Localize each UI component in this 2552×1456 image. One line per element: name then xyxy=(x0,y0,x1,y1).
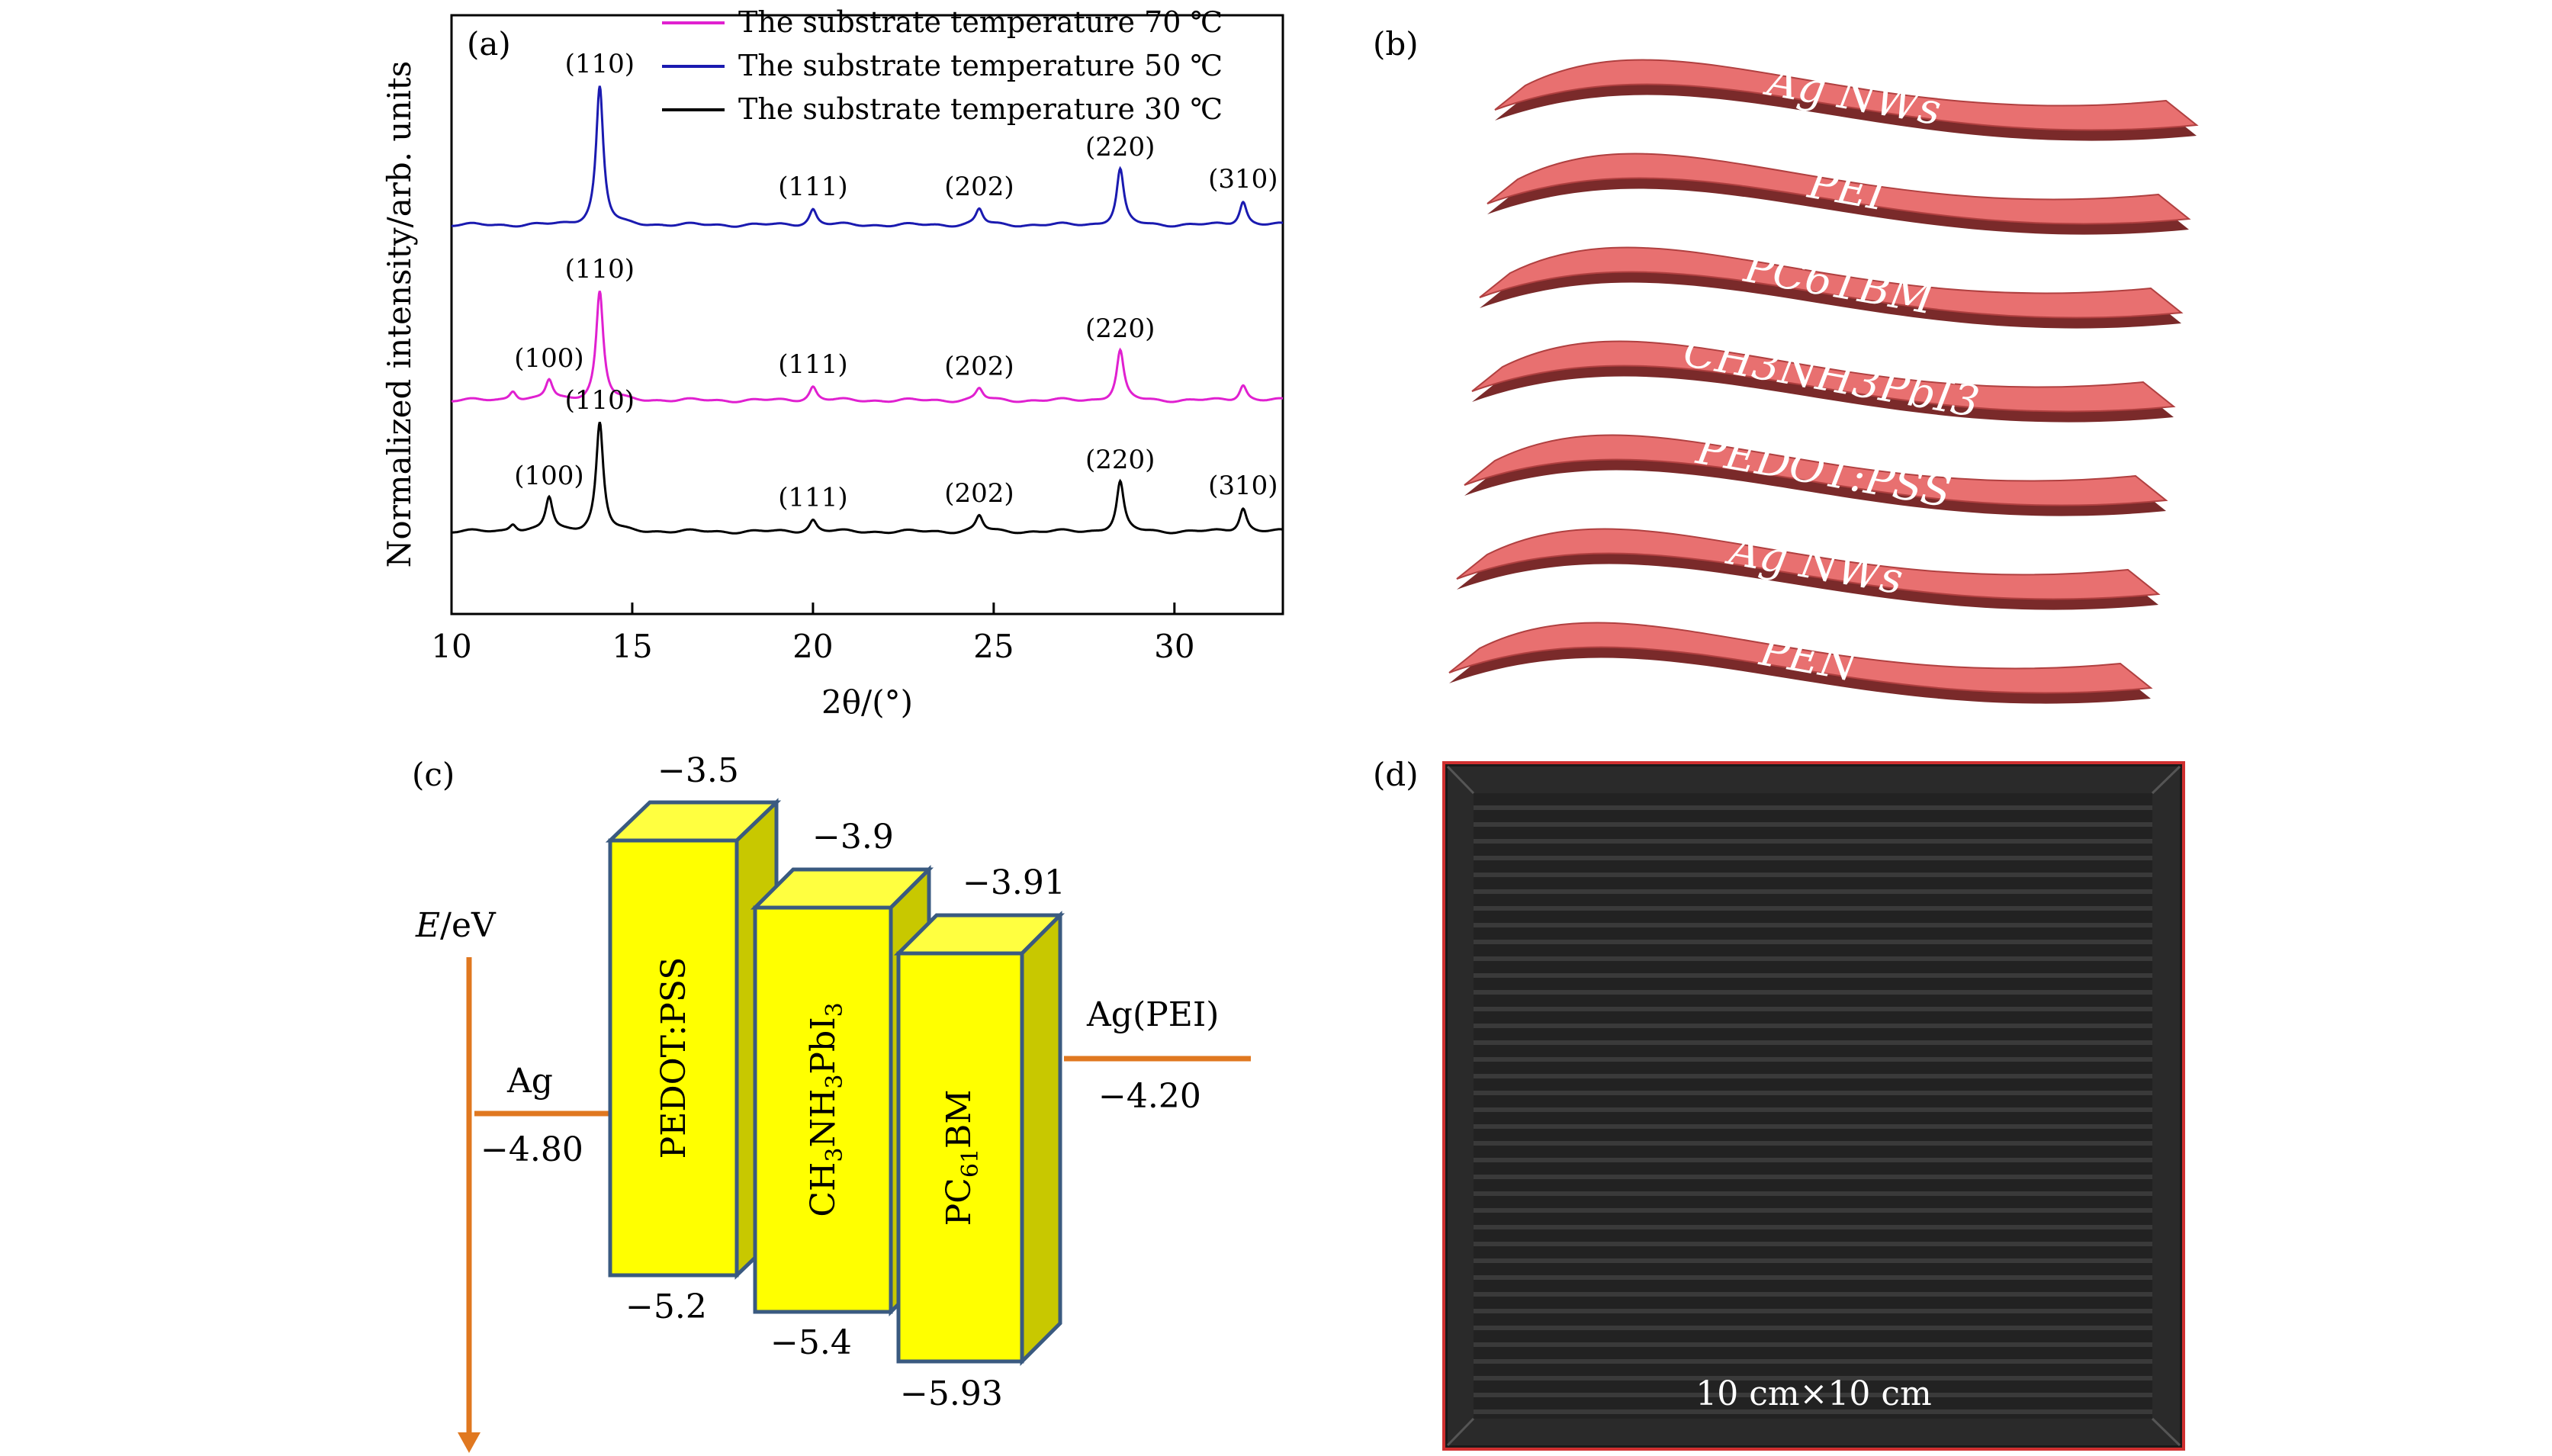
perovskite-bottom-value: −5.4 xyxy=(770,1323,852,1362)
panel-b: (b) Ag NWsPEIPC61BMCH3NH3PbI3PEDOT:PSSAg… xyxy=(1373,25,2199,704)
pcbm-bottom-value: −5.93 xyxy=(900,1374,1003,1413)
layer-sheet: CH3NH3PbI3 xyxy=(1471,327,2176,428)
x-axis-label: 2θ/(°) xyxy=(821,683,913,721)
energy-axis-label: E/eV xyxy=(415,906,497,945)
layer-sheet: PEI xyxy=(1487,153,2191,235)
x-tick-label: 10 xyxy=(431,628,471,665)
pedot-bottom-value: −5.2 xyxy=(625,1287,707,1326)
block-perovskite-name: CH3NH3PbI3 xyxy=(804,1002,848,1217)
peak-label: (220) xyxy=(1085,445,1155,475)
peak-label: (220) xyxy=(1085,132,1155,162)
layer-sheet: PEDOT:PSS xyxy=(1464,424,2168,518)
pcbm-top-value: −3.91 xyxy=(963,863,1065,902)
series-line xyxy=(452,291,1284,403)
pedot-top-value: −3.5 xyxy=(657,751,739,790)
energy-axis-arrowhead xyxy=(458,1432,481,1453)
peak-label: (110) xyxy=(565,49,635,79)
peak-label: (202) xyxy=(944,172,1014,202)
layer-label: PC61BM xyxy=(1740,243,1938,325)
panel-b-label: (b) xyxy=(1373,25,1419,63)
layer-label: PEN xyxy=(1756,625,1863,692)
panel-c: (c) E/eV Ag −4.80 Ag(PEI) −4.20 PEDOT:PS… xyxy=(412,751,1251,1453)
peak-label: (100) xyxy=(514,343,583,374)
module-size-caption: 10 cm×10 cm xyxy=(1695,1374,1932,1413)
x-tick-label: 25 xyxy=(973,628,1014,665)
peak-label: (110) xyxy=(565,385,635,416)
peak-label: (202) xyxy=(944,351,1014,381)
peak-label: (111) xyxy=(778,172,847,202)
series-line xyxy=(452,85,1284,228)
layer-label: Ag NWs xyxy=(1760,56,1945,136)
peak-labels: (100) (110) (111) (202) (220) (110) (111) (202)… xyxy=(514,49,1278,513)
panel-d-label: (d) xyxy=(1373,756,1419,793)
ag-electrode-value: −4.80 xyxy=(481,1130,583,1169)
x-tick-label: 20 xyxy=(792,628,833,665)
peak-label: (310) xyxy=(1208,164,1278,194)
peak-label: (202) xyxy=(944,478,1014,509)
layer-label: PEDOT:PSS xyxy=(1692,424,1955,518)
agpei-electrode-name: Ag(PEI) xyxy=(1086,995,1219,1034)
x-tick-label: 15 xyxy=(612,628,652,665)
block-pedot-pss: PEDOT:PSS xyxy=(605,798,782,1280)
layer-sheet: Ag NWs xyxy=(1456,525,2161,610)
agpei-electrode-value: −4.20 xyxy=(1098,1077,1201,1116)
legend: The substrate temperature 70 ℃ The substr… xyxy=(662,5,1223,126)
y-axis-label: Normalized intensity/arb. units xyxy=(381,61,418,568)
peak-label: (100) xyxy=(514,461,583,491)
legend-entry: The substrate temperature 50 ℃ xyxy=(738,49,1223,82)
ag-electrode-name: Ag xyxy=(506,1062,553,1101)
layer-label: PEI xyxy=(1804,159,1890,221)
peak-label: (310) xyxy=(1208,471,1278,501)
peak-label: (110) xyxy=(565,254,635,284)
plot-frame xyxy=(450,14,1284,616)
peak-label: (220) xyxy=(1085,313,1155,344)
panel-a: (a) Normalized intensity/arb. units 2θ/(… xyxy=(381,5,1284,721)
perovskite-top-value: −3.9 xyxy=(812,818,894,857)
block-pcbm: PC61BM xyxy=(893,910,1065,1367)
peak-label: (111) xyxy=(778,482,847,513)
layer-sheet: PEN xyxy=(1448,622,2153,704)
x-tick-label: 30 xyxy=(1154,628,1194,665)
xrd-curves xyxy=(452,85,1284,535)
layer-sheet: PC61BM xyxy=(1479,243,2184,329)
layer-label: CH3NH3PbI3 xyxy=(1679,327,1982,428)
legend-entry: The substrate temperature 30 ℃ xyxy=(738,92,1223,126)
series-line xyxy=(452,422,1284,535)
panel-a-label: (a) xyxy=(467,25,511,63)
panel-d: (d) 10 cm×10 cm xyxy=(1373,756,2185,1451)
layer-sheet: Ag NWs xyxy=(1494,56,2199,141)
x-ticks: 10 15 20 25 30 xyxy=(431,603,1195,665)
block-pedot-pss-name: PEDOT:PSS xyxy=(654,957,693,1159)
panel-c-label: (c) xyxy=(412,756,455,793)
legend-entry: The substrate temperature 70 ℃ xyxy=(738,5,1223,39)
peak-label: (111) xyxy=(778,349,847,380)
layer-label: Ag NWs xyxy=(1722,525,1907,605)
module-active-area xyxy=(1474,793,2152,1419)
